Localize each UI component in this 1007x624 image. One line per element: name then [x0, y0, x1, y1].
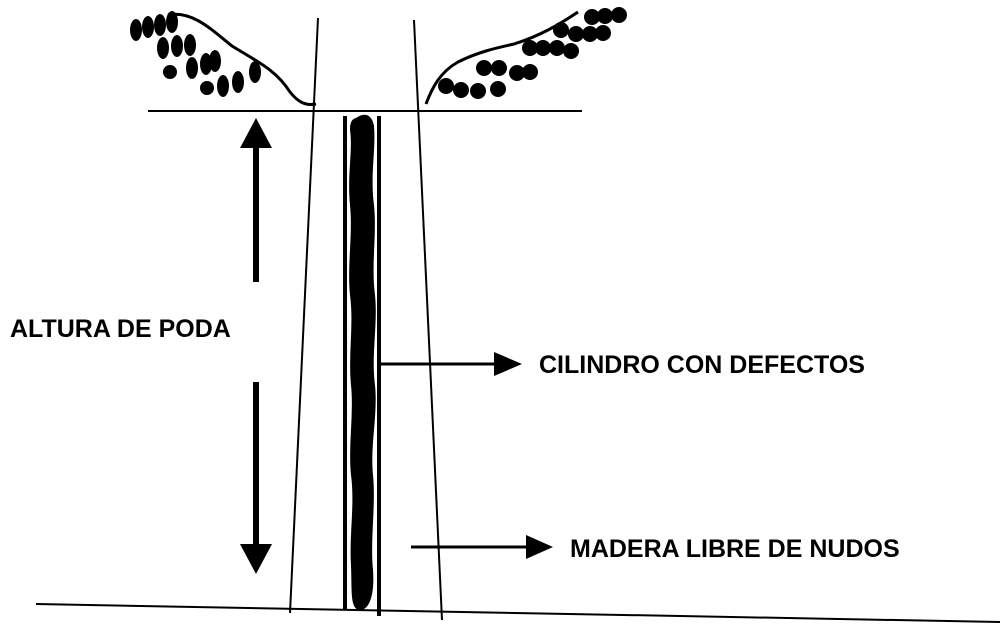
- ground-line: [35, 603, 1001, 623]
- canopy-right-outline: [424, 10, 579, 105]
- knot-free-wood-pointer: [411, 535, 553, 559]
- trunk-right-edge: [413, 19, 443, 621]
- canopy-right-leaves: [438, 7, 627, 99]
- trunk-left-edge: [289, 17, 319, 614]
- trunk-outline: [289, 17, 443, 621]
- pruning-height-label: ALTURA DE PODA: [10, 315, 231, 343]
- canopy-left-leaves: [130, 11, 261, 97]
- knot-free-wood-label: MADERA LIBRE DE NUDOS: [570, 535, 900, 563]
- defect-cylinder-pointer: [381, 352, 522, 376]
- pruning-height-arrow: [240, 118, 272, 574]
- cylinder-right-wall: [377, 116, 381, 616]
- cylinder-left-wall: [343, 116, 347, 610]
- defect-cylinder: [343, 114, 381, 616]
- canopy-left-outline: [167, 12, 317, 106]
- canopy-left: [130, 11, 317, 106]
- arrow-down-head: [240, 544, 272, 574]
- canopy-right: [424, 7, 627, 105]
- arrow-up-head: [240, 118, 272, 148]
- cylinder-knotty-core: [349, 114, 376, 611]
- defect-cylinder-label: CILINDRO CON DEFECTOS: [539, 351, 865, 379]
